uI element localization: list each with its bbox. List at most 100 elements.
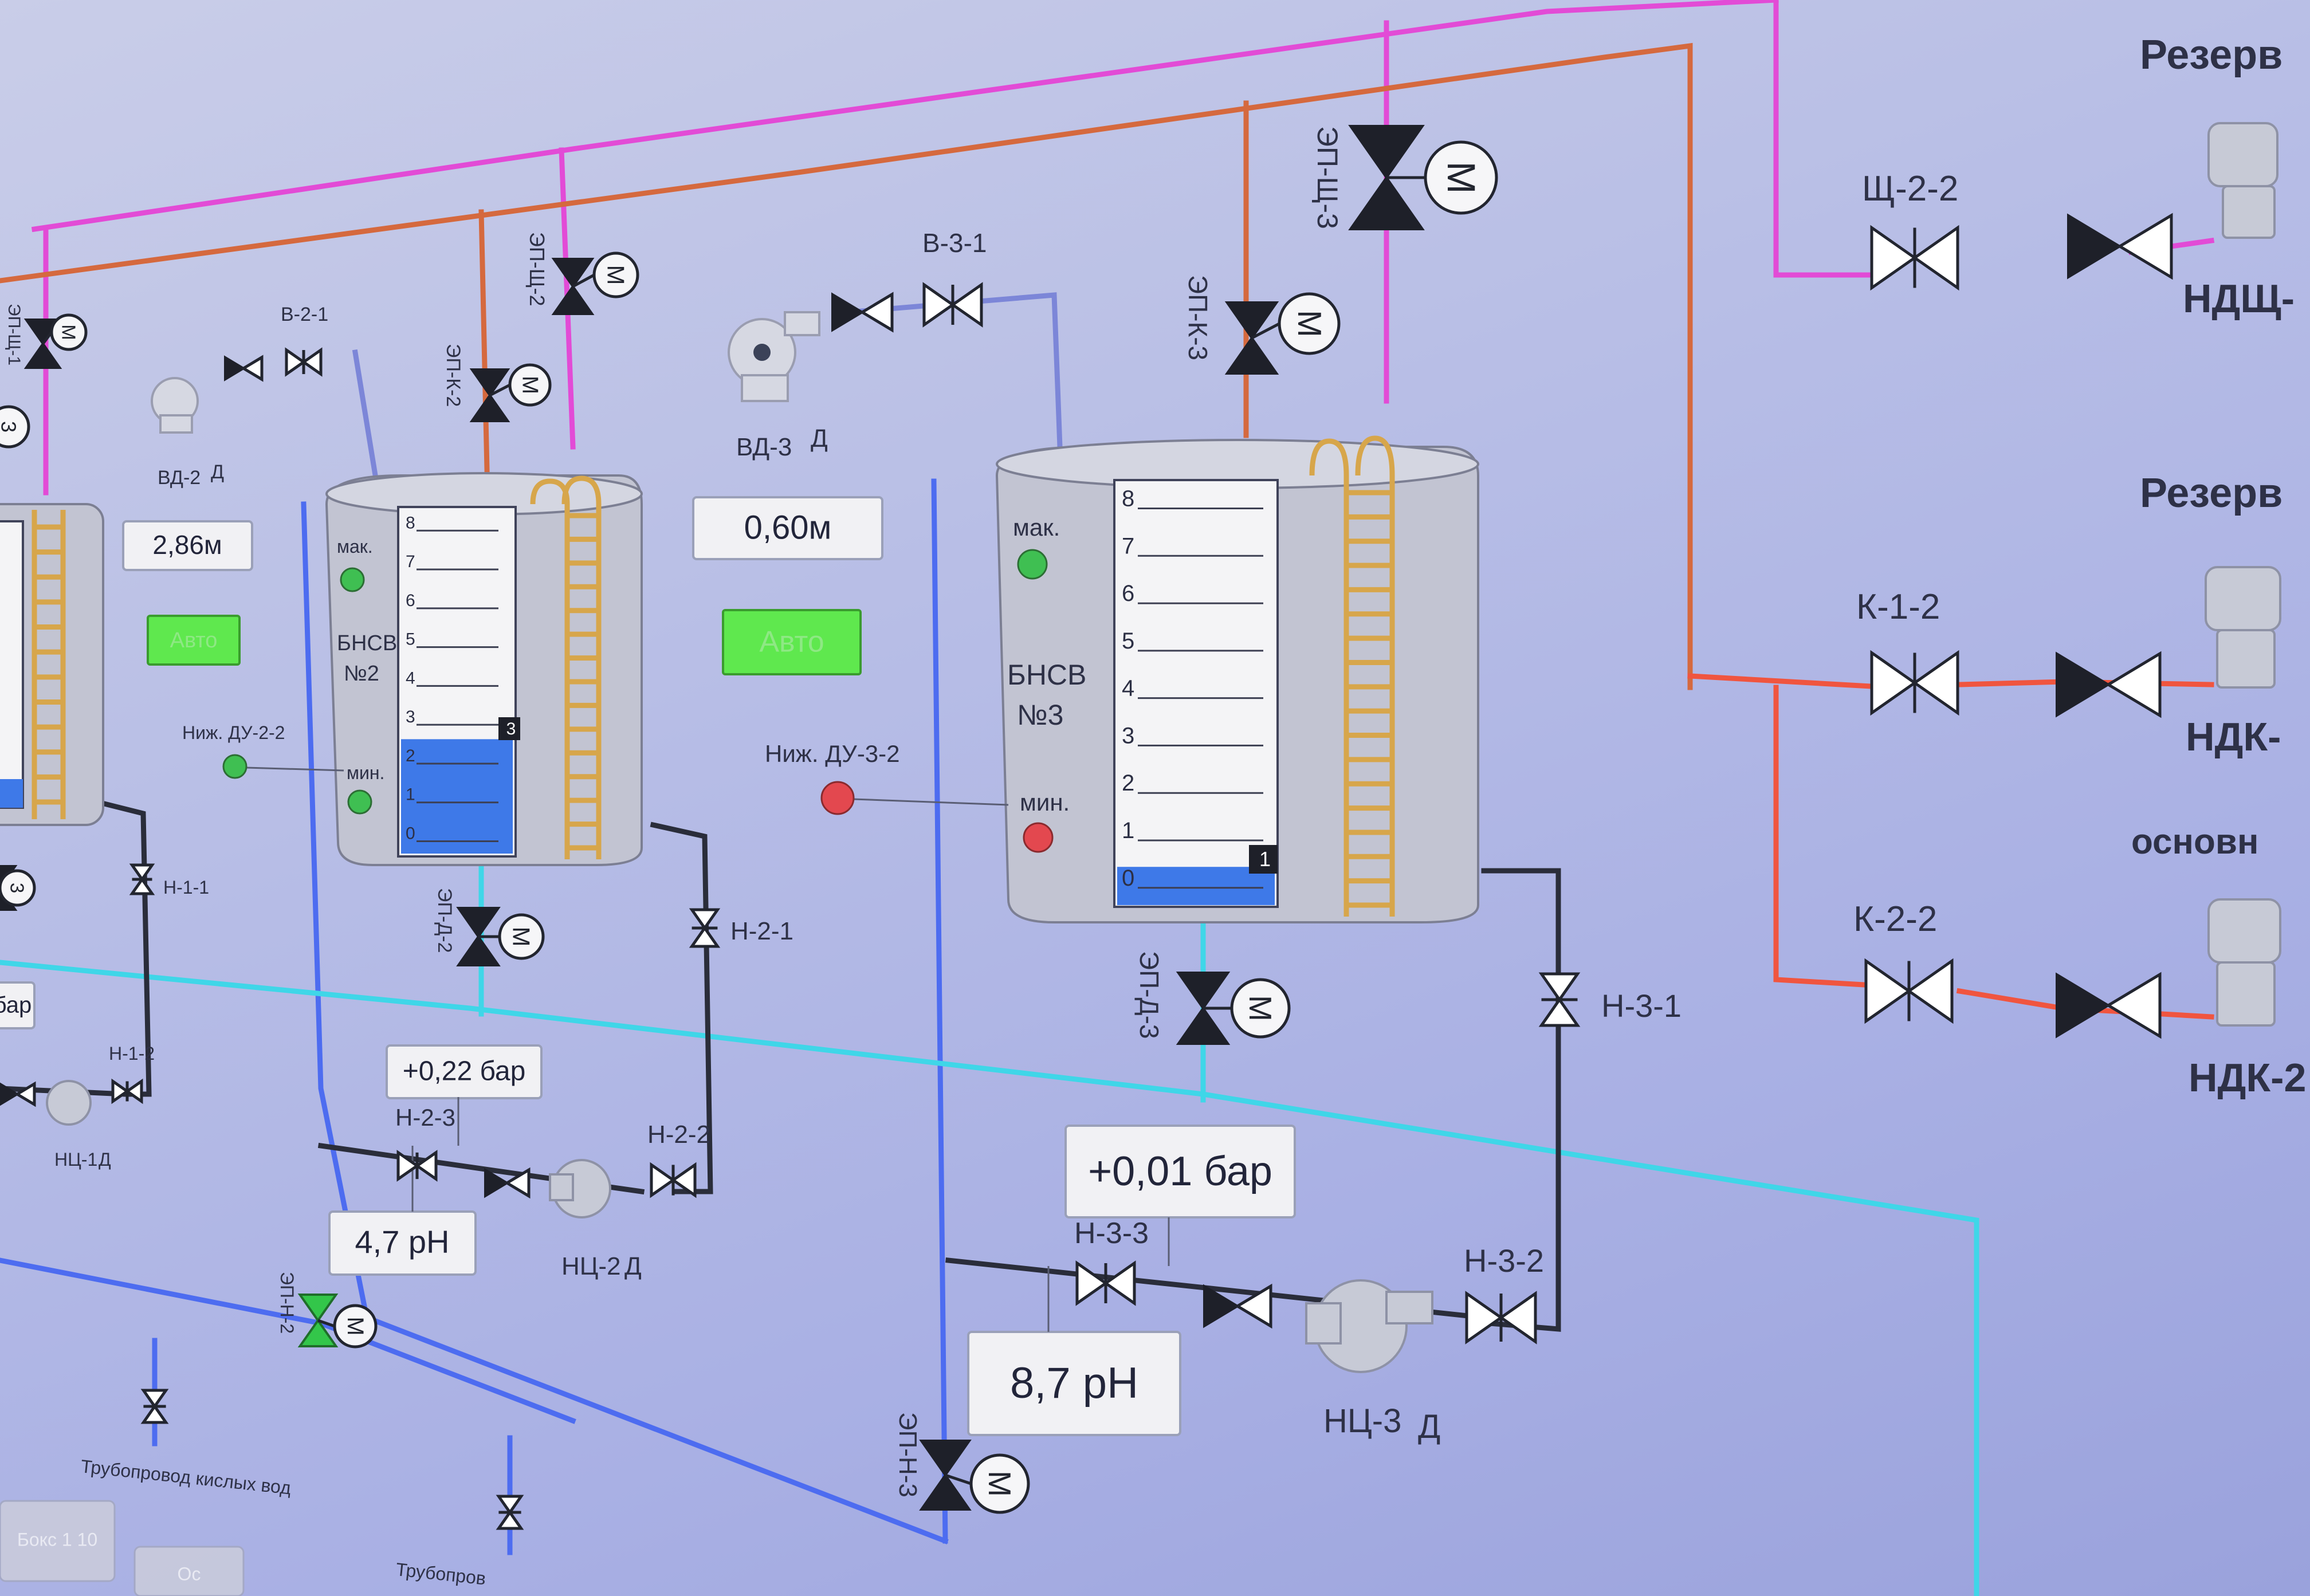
hand-valve-v_n32-label: Н-3-2 [1464, 1243, 1544, 1279]
hand-valve-v_k22[interactable]: К-2-2 [1853, 899, 1954, 1024]
motor-letter: 3 [0, 421, 21, 433]
pump-nts-1[interactable]: НЦ-1 Д [46, 1080, 111, 1170]
check-valve-vd-3[interactable] [831, 292, 894, 333]
fan-vd-3[interactable]: ВД-3 Д [728, 311, 828, 461]
valve-icon [1465, 1291, 1504, 1345]
bottom-button-2[interactable]: Ос [133, 1546, 245, 1596]
pump-nts-1-label: НЦ-1 [54, 1149, 97, 1170]
motor-valve-ep_shch3[interactable]: МЭП-Щ-3 [1311, 125, 1498, 230]
scale-number: 8 [1122, 486, 1134, 512]
tank-2-max-label: мак. [337, 536, 373, 557]
hand-valve-v_n23[interactable]: Н-2-3 [395, 1104, 455, 1182]
tank-2-min-label: мин. [347, 762, 384, 783]
motor-valve-ep_n3[interactable]: МЭП-Н-3 [894, 1412, 1030, 1514]
check-valve-icon [1203, 1284, 1240, 1328]
pump-ndshch-label: НДЩ- [2183, 276, 2295, 321]
sensor-low-du-3-2[interactable]: Ниж. ДУ-3-2 [765, 740, 1009, 815]
motor-actuator-icon [0, 869, 36, 907]
scale-number: 5 [1122, 628, 1134, 654]
motor-actuator-icon [508, 363, 552, 407]
valve-icon [129, 876, 155, 895]
check-valve-ndk-2[interactable] [2056, 972, 2162, 1039]
motor-letter: М [1291, 310, 1327, 337]
motor-valve-ep_d3[interactable]: МЭП-Д-3 [1134, 951, 1291, 1045]
check-valve-ndk-1[interactable] [2056, 651, 2162, 718]
check-valve-vd-2[interactable] [224, 355, 264, 382]
check-valve-icon [504, 1167, 531, 1199]
check-valve-icon [2105, 972, 2162, 1039]
hand-valve-[interactable] [496, 1495, 524, 1530]
hand-valve-v_n12[interactable]: Н-1-2 [109, 1043, 155, 1104]
pump-nts-2-state: Д [624, 1252, 642, 1280]
bottom-button-1[interactable]: Бокс 1 10 [0, 1500, 116, 1582]
tank-2-level-marker-value: 3 [506, 720, 516, 738]
valve-icon [111, 1078, 130, 1104]
valve-icon [414, 1150, 438, 1182]
motor-valve-[interactable]: 3 [0, 865, 36, 911]
motor-valve-icon [1224, 336, 1279, 375]
hand-valve-v_sh22-label: Щ-2-2 [1862, 169, 1958, 209]
fan-vd-2[interactable]: ВД-2 Д [151, 377, 224, 489]
valve-icon [1870, 225, 1918, 291]
valve-icon [1864, 958, 1912, 1024]
check-valve-icon [224, 355, 246, 382]
check-valve-nts-3[interactable] [1203, 1283, 1272, 1329]
pipeline-acid-label: Трубопровод кислых вод [80, 1456, 292, 1498]
fan-vd-3-rotor-icon [753, 344, 771, 361]
motor-valve-ep_shch2[interactable]: МЭП-Щ-2 [525, 232, 639, 315]
hand-valve-v_n32[interactable]: Н-3-2 [1464, 1243, 1544, 1345]
motor-valve-ep_k2[interactable]: МЭП-К-2 [442, 344, 552, 422]
motor-actuator-icon [498, 913, 545, 960]
valve-icon [140, 1389, 169, 1409]
hand-valve-v_n33[interactable]: Н-3-3 [1074, 1217, 1149, 1306]
pump-nts-3[interactable]: НЦ-3 Д [1305, 1279, 1440, 1445]
tank-3-level-marker-value: 1 [1259, 847, 1271, 871]
valve-icon [1870, 650, 1918, 716]
motor-valve-ep_d2[interactable]: МЭП-Д-2 [434, 888, 545, 966]
auto-mode-button-2[interactable]: Авто [147, 615, 241, 666]
motor-valve-ep_k3[interactable]: МЭП-К-3 [1183, 275, 1341, 375]
motor-letter: М [1439, 162, 1483, 194]
pump-ndk-1[interactable]: НДК- [2186, 566, 2281, 759]
scale-number: 3 [406, 707, 415, 726]
motor-actuator-icon [1278, 292, 1341, 355]
check-valve-nts-2[interactable] [484, 1167, 531, 1199]
motor-valve-icon [551, 258, 595, 289]
hand-valve-v_b31[interactable]: В-3-1 [922, 228, 987, 328]
hand-valve-v_k12[interactable]: К-1-2 [1856, 587, 1959, 716]
pump-ndshch[interactable]: НДЩ- [2183, 122, 2295, 321]
valve-icon [301, 347, 323, 377]
pressure-readout-3: +0,01 бар [1064, 1125, 1296, 1218]
tank-3-max-indicator [1017, 549, 1048, 580]
hand-valve-v_b21[interactable]: В-2-1 [281, 304, 328, 377]
hand-valve-v_n21[interactable]: Н-2-1 [689, 908, 793, 948]
hand-valve-[interactable] [140, 1389, 169, 1424]
motor-valve-ep_shch1[interactable]: МЭП-Щ-1 [5, 304, 88, 369]
pump-nts-2[interactable]: НЦ-2 Д [549, 1159, 642, 1280]
check-valve-nts-1[interactable] [0, 1081, 36, 1107]
pump-ndk-2[interactable]: НДК-2 [2189, 898, 2306, 1100]
scale-number: 7 [406, 552, 415, 571]
motor-letter: М [518, 376, 543, 394]
valve-icon [496, 1509, 524, 1530]
hand-valve-v_sh22[interactable]: Щ-2-2 [1862, 169, 1959, 291]
motor-actuator-edge[interactable]: 3 [0, 405, 30, 449]
hand-valve-v_n31[interactable]: Н-3-1 [1538, 972, 1682, 1027]
motor-letter: М [1243, 995, 1278, 1021]
check-valve-ndshch[interactable] [2067, 213, 2173, 280]
motor-valve-icon [1348, 125, 1425, 180]
tank-3-number: №3 [1017, 699, 1063, 731]
motor-valve-ep_n2[interactable]: МЭП-Н-2 [277, 1272, 378, 1349]
tank-3-max-label: мак. [1013, 514, 1060, 541]
tank-3-name: БНСВ [1007, 659, 1086, 691]
motor-valve-icon [1224, 301, 1279, 340]
valve-icon [285, 347, 307, 377]
hand-valve-v_k12-label: К-1-2 [1856, 587, 1940, 627]
auto-mode-button-3[interactable]: Авто [722, 609, 862, 675]
hand-valve-v_n22[interactable]: Н-2-2 [647, 1121, 710, 1198]
sensor-low-du-2-2[interactable]: Ниж. ДУ-2-2 [182, 722, 344, 779]
hand-valve-v_n11[interactable]: Н-1-1 [129, 863, 210, 898]
